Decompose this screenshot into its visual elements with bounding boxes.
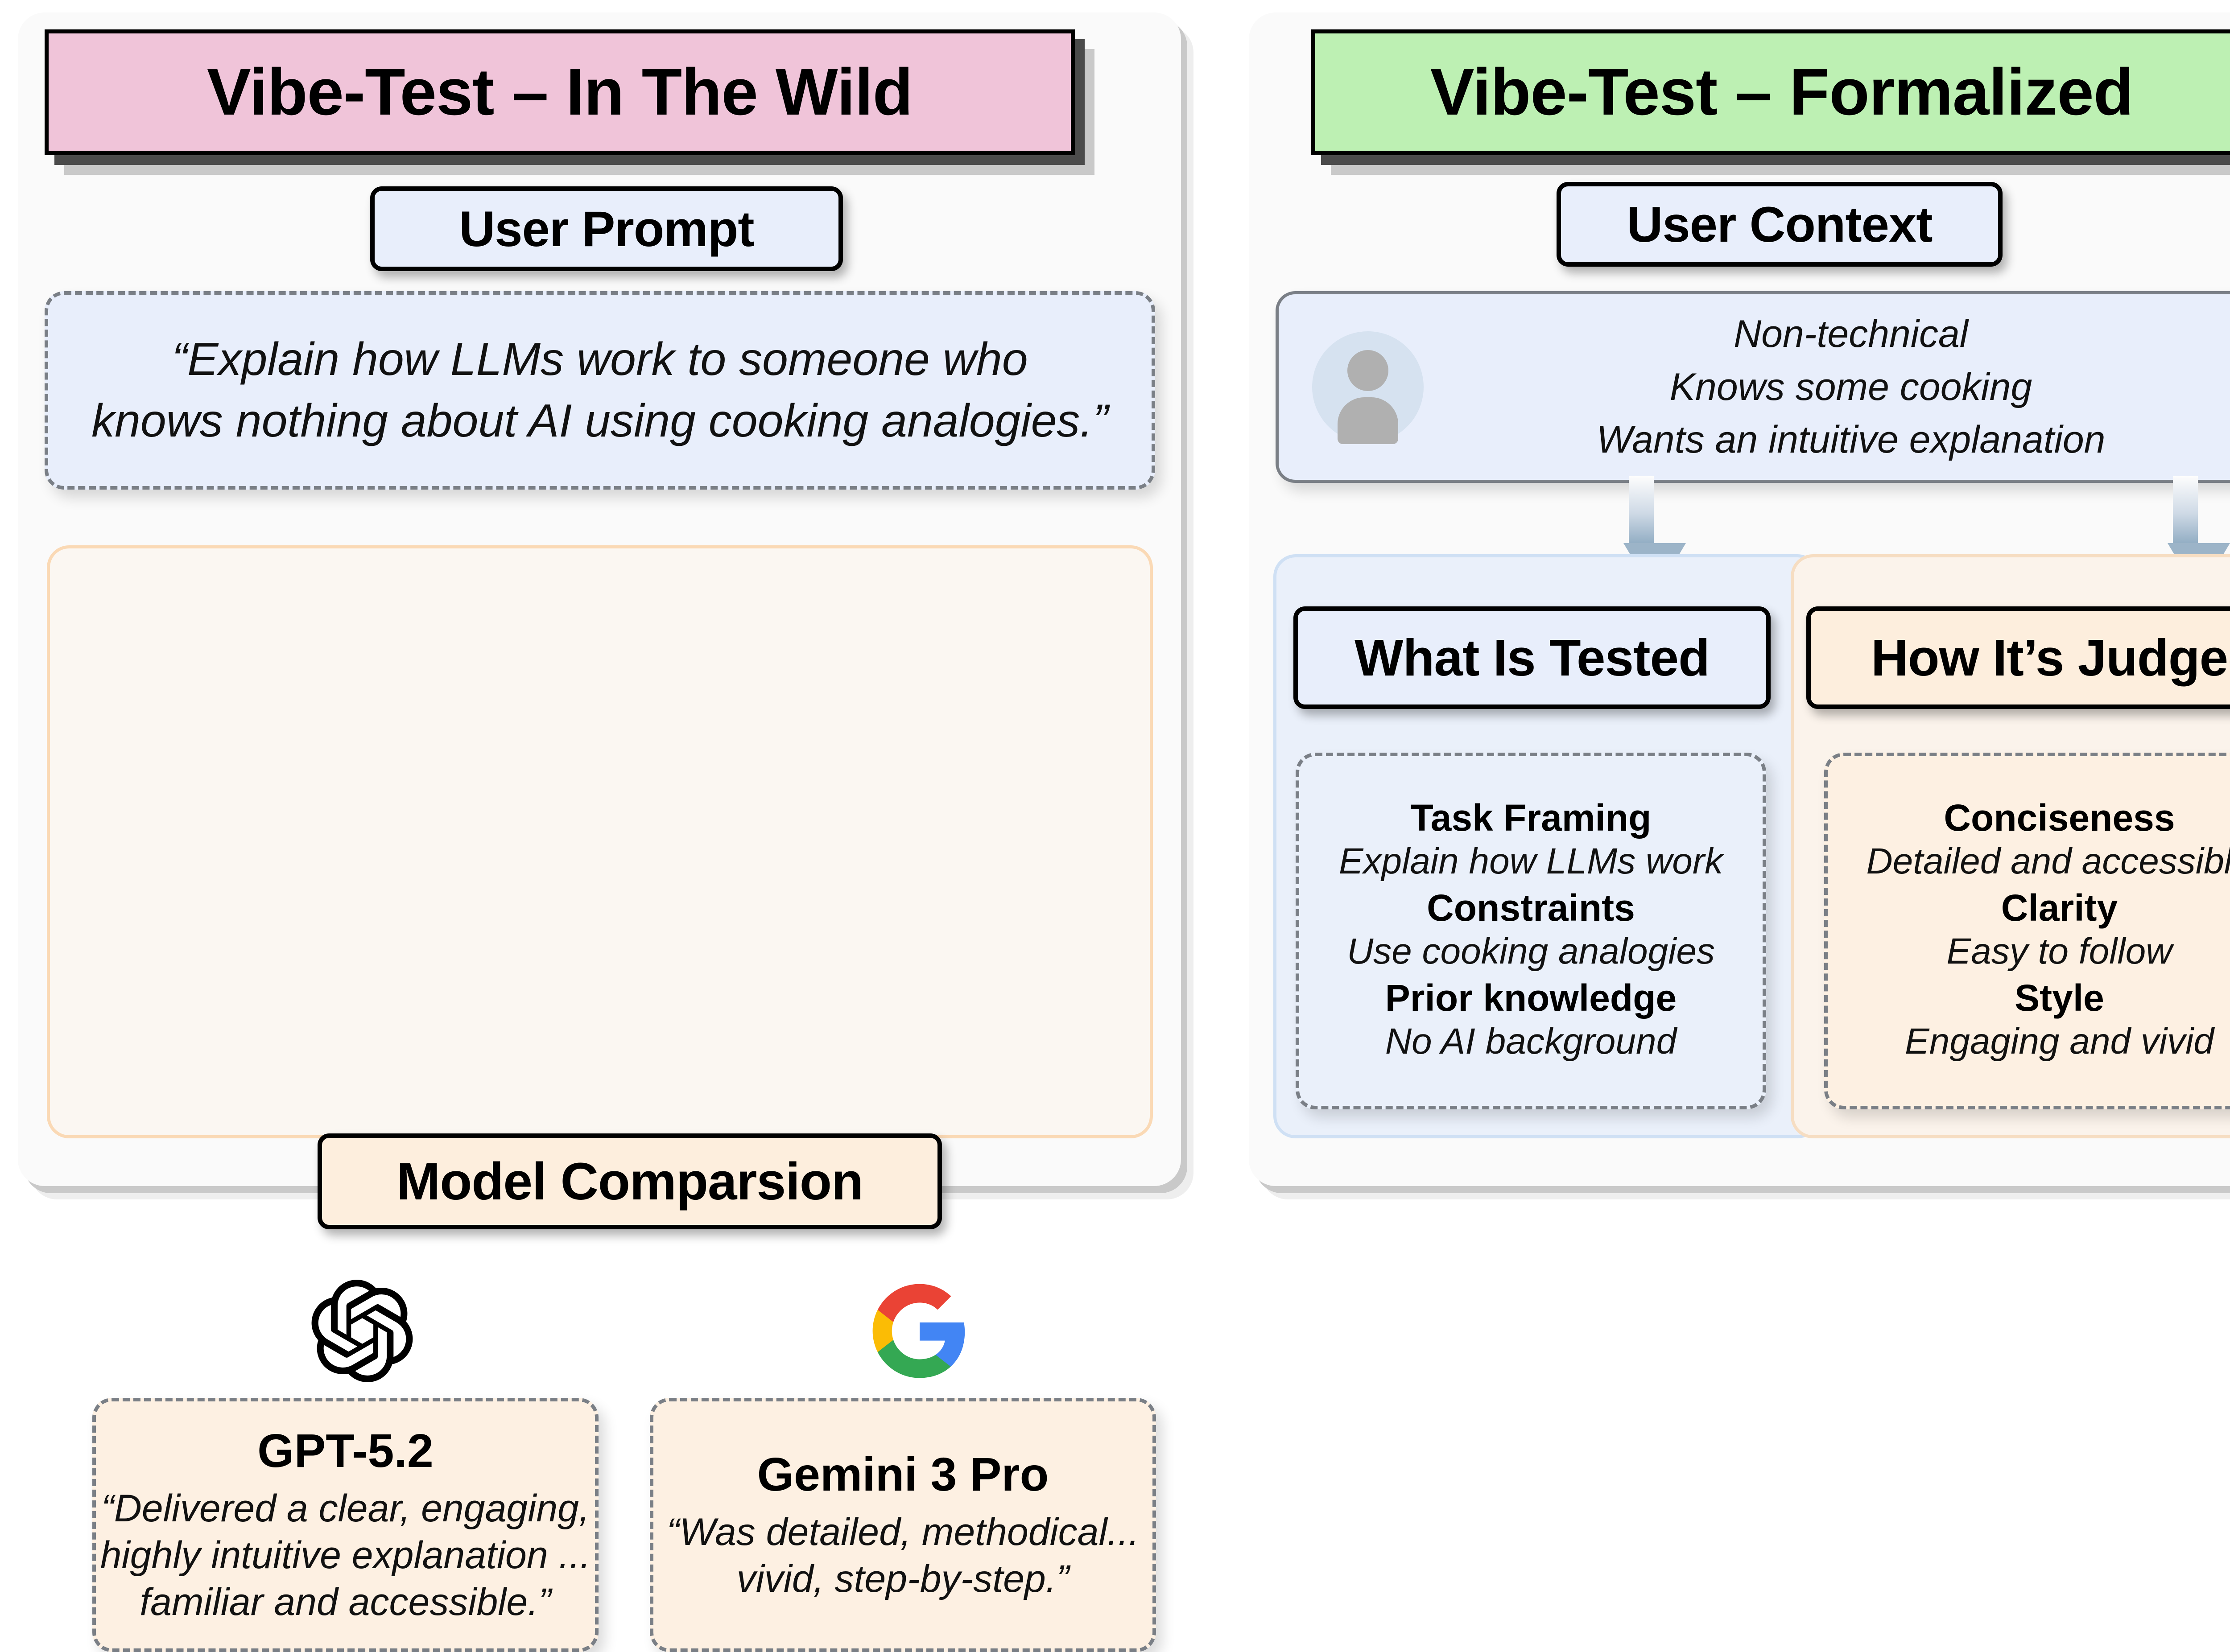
- tested-heading-2: Constraints: [1427, 887, 1635, 929]
- model-card-gemini: Gemini 3 Pro “Was detailed, methodical..…: [650, 1398, 1156, 1652]
- chip-how-its-judged: How It’s Judged: [1806, 606, 2230, 709]
- tested-heading-3: Prior knowledge: [1385, 976, 1677, 1019]
- model-comparison-section: Model Comparsion GPT-5.2 “D: [47, 545, 1156, 1652]
- arrow-shaft: [2173, 476, 2198, 543]
- chip-user-context-label: User Context: [1627, 196, 1933, 252]
- tested-value-1: Explain how LLMs work: [1338, 841, 1723, 882]
- judged-value-2: Easy to follow: [1946, 931, 2172, 972]
- openai-logo-icon: [311, 1280, 413, 1383]
- judged-heading-3: Style: [2015, 976, 2104, 1019]
- banner-in-the-wild-title: Vibe-Test – In The Wild: [207, 55, 913, 129]
- how-its-judged-box: Conciseness Detailed and accessible Clar…: [1824, 753, 2230, 1109]
- chip-user-prompt: User Prompt: [370, 186, 843, 271]
- tested-heading-1: Task Framing: [1410, 797, 1652, 839]
- model-card-gpt: GPT-5.2 “Delivered a clear, engaging, hi…: [92, 1398, 599, 1652]
- model-card-gpt-quote-line-1: “Delivered a clear, engaging,: [101, 1487, 590, 1530]
- user-prompt-line-1: “Explain how LLMs work to someone who: [172, 334, 1028, 386]
- arrow-shaft: [1629, 476, 1654, 543]
- model-card-gpt-quote-line-2: highly intuitive explanation ...: [100, 1534, 591, 1577]
- tested-value-2: Use cooking analogies: [1346, 931, 1715, 972]
- banner-in-the-wild: Vibe-Test – In The Wild: [45, 29, 1075, 155]
- chip-user-prompt-label: User Prompt: [459, 201, 754, 257]
- user-context-line-1: Non-technical: [1734, 312, 1968, 355]
- user-context-lines: Non-technical Knows some cooking Wants a…: [1424, 308, 2230, 466]
- tested-value-3: No AI background: [1385, 1021, 1677, 1062]
- diagram-canvas: Vibe-Test – In The Wild User Prompt “Exp…: [18, 12, 2230, 1652]
- chip-model-comparison: Model Comparsion: [318, 1133, 942, 1229]
- user-context-box: Non-technical Knows some cooking Wants a…: [1276, 291, 2230, 483]
- judged-heading-2: Clarity: [2001, 887, 2118, 929]
- model-card-gpt-quote-line-3: familiar and accessible.”: [140, 1580, 551, 1623]
- avatar-body: [1338, 397, 1398, 444]
- chip-what-is-tested: What Is Tested: [1293, 606, 1771, 709]
- what-is-tested-box: Task Framing Explain how LLMs work Const…: [1296, 753, 1766, 1109]
- chip-what-is-tested-label: What Is Tested: [1355, 629, 1710, 687]
- model-card-gemini-quote-line-2: vivid, step-by-step.”: [736, 1557, 1070, 1600]
- user-context-line-3: Wants an intuitive explanation: [1596, 418, 2106, 461]
- model-card-gemini-name: Gemini 3 Pro: [757, 1448, 1049, 1501]
- user-prompt-line-2: knows nothing about AI using cooking ana…: [91, 395, 1108, 447]
- panel-formalized: Vibe-Test – Formalized User Context Non-…: [1249, 12, 2230, 1186]
- judged-value-3: Engaging and vivid: [1905, 1021, 2214, 1062]
- chip-how-its-judged-label: How It’s Judged: [1871, 629, 2230, 687]
- model-card-gemini-quote-line-1: “Was detailed, methodical...: [666, 1510, 1140, 1553]
- chip-user-context: User Context: [1557, 182, 2003, 267]
- judged-heading-1: Conciseness: [1944, 797, 2175, 839]
- judged-value-1: Detailed and accessible: [1866, 841, 2230, 882]
- google-logo-icon: [868, 1280, 971, 1382]
- banner-formalized-title: Vibe-Test – Formalized: [1430, 55, 2134, 129]
- model-card-gpt-name: GPT-5.2: [257, 1425, 434, 1478]
- user-prompt-box: “Explain how LLMs work to someone who kn…: [45, 291, 1155, 490]
- chip-model-comparison-label: Model Comparsion: [396, 1152, 863, 1211]
- panel-in-the-wild: Vibe-Test – In The Wild User Prompt “Exp…: [18, 12, 1181, 1652]
- banner-formalized: Vibe-Test – Formalized: [1311, 29, 2230, 155]
- user-context-line-2: Knows some cooking: [1669, 365, 2032, 408]
- avatar-head: [1347, 350, 1388, 391]
- avatar-icon: [1312, 331, 1424, 444]
